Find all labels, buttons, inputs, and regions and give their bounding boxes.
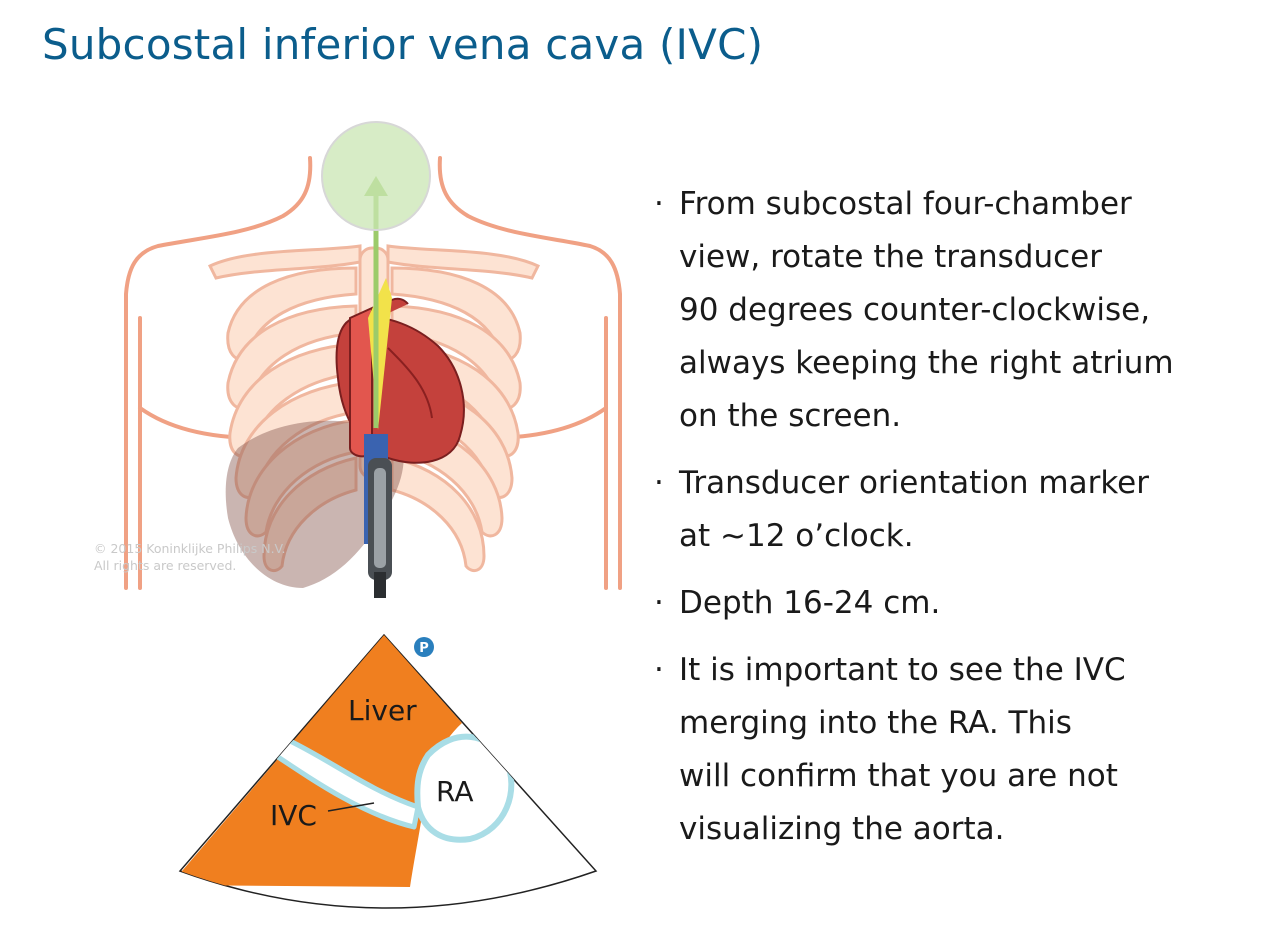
ivc-leader-line (327, 802, 375, 812)
bullet-1-line-4: always keeping the right atrium (679, 345, 1174, 381)
torso-illustration (124, 121, 622, 598)
bullet-4-line-3: will confirm that you are not (679, 758, 1118, 794)
bullet-item-3: · Depth 16-24 cm. (652, 577, 1252, 630)
ivc-label: IVC (270, 799, 317, 832)
bullet-4-line-4: visualizing the aorta. (679, 811, 1005, 847)
bullet-1-line-3: 90 degrees counter-clockwise, (679, 292, 1151, 328)
ultrasound-sector: Liver RA IVC P (178, 633, 598, 909)
bullet-dot: · (654, 585, 664, 621)
bullet-1-line-2: view, rotate the transducer (679, 239, 1102, 275)
bullet-4-line-1: It is important to see the IVC (679, 652, 1126, 688)
copyright-line-1: © 2015 Koninklijke Philips N.V. (94, 541, 286, 556)
copyright-notice: © 2015 Koninklijke Philips N.V. All righ… (94, 540, 285, 574)
bullet-2-line-1: Transducer orientation marker (679, 465, 1149, 501)
bullet-1-line-5: on the screen. (679, 398, 902, 434)
orientation-marker-icon: P (414, 637, 434, 657)
bullet-4-line-2: merging into the RA. This (679, 705, 1072, 741)
transducer-probe (368, 458, 392, 598)
bullet-1-line-1: From subcostal four-chamber (679, 186, 1132, 222)
bullet-2-line-2: at ~12 o’clock. (679, 518, 914, 554)
heart (335, 297, 465, 464)
bullet-dot: · (654, 652, 664, 688)
body-outline (124, 156, 622, 590)
ra-label: RA (436, 775, 473, 808)
page-title: Subcostal inferior vena cava (IVC) (42, 20, 764, 69)
bullet-item-2: · Transducer orientation marker at ~12 o… (652, 457, 1252, 563)
bullet-item-1: · From subcostal four-chamber view, rota… (652, 178, 1252, 443)
orientation-marker-letter: P (419, 641, 429, 656)
liver-shape (225, 420, 404, 588)
copyright-line-2: All rights are reserved. (94, 558, 237, 573)
view-circle (321, 121, 431, 231)
instruction-list: · From subcostal four-chamber view, rota… (652, 178, 1252, 870)
bullet-dot: · (654, 465, 664, 501)
bullet-item-4: · It is important to see the IVC merging… (652, 644, 1252, 856)
bullet-dot: · (654, 186, 664, 222)
liver-label: Liver (348, 694, 417, 727)
ivc-band (272, 737, 421, 830)
bullet-3-line-1: Depth 16-24 cm. (679, 585, 941, 621)
